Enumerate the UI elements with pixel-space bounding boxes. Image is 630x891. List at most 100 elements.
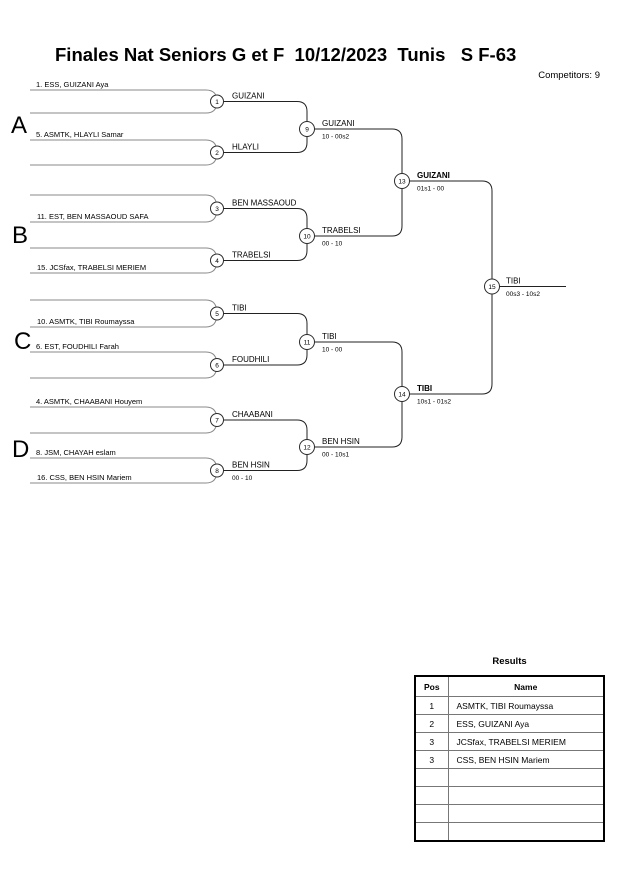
table-row: 2 ESS, GUIZANI Aya xyxy=(414,714,605,733)
result-pos xyxy=(414,804,449,823)
match-13-circle xyxy=(394,173,410,189)
match-9-score: 10 - 00s2 xyxy=(322,134,349,141)
section-letter-c: C xyxy=(14,328,31,355)
match-6-circle xyxy=(210,358,224,372)
match-8-winner: BEN HSIN xyxy=(232,461,270,470)
match-12-circle xyxy=(299,439,315,455)
result-name xyxy=(447,804,605,823)
match-10-circle xyxy=(299,228,315,244)
competitors-count: Competitors: 9 xyxy=(538,70,600,81)
entry-label: 15. JCSfax, TRABELSI MERIEM xyxy=(37,263,146,272)
result-name: ASMTK, TIBI Roumayssa xyxy=(447,696,605,715)
table-row: 3 JCSfax, TRABELSI MERIEM xyxy=(414,732,605,751)
match-5-circle xyxy=(210,306,224,321)
entry-label: 16. CSS, BEN HSIN Mariem xyxy=(37,473,132,482)
match-3-winner: BEN MASSAOUD xyxy=(232,199,297,208)
result-pos: 3 xyxy=(414,732,449,751)
results-col-pos: Pos xyxy=(414,675,449,697)
match-8-number: 8 xyxy=(215,468,219,475)
match-11-number: 11 xyxy=(304,339,311,346)
match-8-score: 00 - 10 xyxy=(232,475,253,482)
table-row xyxy=(414,786,605,805)
match-6-winner: FOUDHILI xyxy=(232,355,269,364)
entry-label: 4. ASMTK, CHAABANI Houyem xyxy=(36,397,142,406)
section-letters: A B C D xyxy=(11,112,31,463)
section-letter-b: B xyxy=(12,222,28,249)
match-13-winner: GUIZANI xyxy=(417,171,450,180)
match-1-circle xyxy=(210,94,224,109)
result-pos: 1 xyxy=(414,696,449,715)
bracket-diagram: A B C D 1. ESS, GUIZANI Aya 5. ASMTK, HL… xyxy=(11,80,566,484)
result-name xyxy=(447,768,605,787)
table-row: 3 CSS, BEN HSIN Mariem xyxy=(414,750,605,769)
entry-label: 5. ASMTK, HLAYLI Samar xyxy=(36,130,124,139)
match-4-circle xyxy=(210,253,224,268)
entry-label: 1. ESS, GUIZANI Aya xyxy=(36,80,109,89)
match-2-circle xyxy=(210,145,224,160)
results-header-row: Pos Name xyxy=(414,675,605,697)
match-7-circle xyxy=(210,413,224,427)
match-nodes: 1 2 3 4 5 6 7 8 9 10 11 12 13 1 xyxy=(210,94,500,478)
page-title: Finales Nat Seniors G et F 10/12/2023 Tu… xyxy=(55,44,517,65)
match-3-circle xyxy=(210,201,224,216)
result-pos xyxy=(414,786,449,805)
result-pos xyxy=(414,822,449,842)
match-8-circle xyxy=(210,463,224,478)
match-15-score: 00s3 - 10s2 xyxy=(506,291,540,298)
entry-labels: 1. ESS, GUIZANI Aya 5. ASMTK, HLAYLI Sam… xyxy=(36,80,149,482)
match-11-winner: TIBI xyxy=(322,332,337,341)
entry-lines-group xyxy=(30,89,218,484)
table-row xyxy=(414,804,605,823)
result-pos: 3 xyxy=(414,750,449,769)
match-9-winner: GUIZANI xyxy=(322,119,354,128)
result-pos: 2 xyxy=(414,714,449,733)
entry-label: 8. JSM, CHAYAH eslam xyxy=(36,448,116,457)
match-14-number: 14 xyxy=(398,391,406,398)
match-5-winner: TIBI xyxy=(232,304,247,313)
match-7-winner: CHAABANI xyxy=(232,410,273,419)
winner-labels: GUIZANI HLAYLI BEN MASSAOUD TRABELSI TIB… xyxy=(232,92,540,483)
result-pos xyxy=(414,768,449,787)
table-row xyxy=(414,768,605,787)
match-10-score: 00 - 10 xyxy=(322,241,343,248)
entry-label: 10. ASMTK, TIBI Roumayssa xyxy=(37,317,135,326)
match-14-score: 10s1 - 01s2 xyxy=(417,399,451,406)
match-11-circle xyxy=(299,334,315,350)
match-2-winner: HLAYLI xyxy=(232,143,259,152)
match-14-winner: TIBI xyxy=(417,384,432,393)
results-table: Pos Name 1 ASMTK, TIBI Roumayssa 2 ESS, … xyxy=(414,675,605,842)
entry-label: 6. EST, FOUDHILI Farah xyxy=(36,342,119,351)
results-title: Results xyxy=(492,656,527,667)
table-row xyxy=(414,822,605,842)
match-4-number: 4 xyxy=(215,258,219,265)
match-6-number: 6 xyxy=(215,362,219,369)
table-row: 1 ASMTK, TIBI Roumayssa xyxy=(414,696,605,715)
result-name: CSS, BEN HSIN Mariem xyxy=(447,750,605,769)
match-15-number: 15 xyxy=(488,284,496,291)
match-5-number: 5 xyxy=(215,311,219,318)
match-1-number: 1 xyxy=(215,99,219,106)
match-15-circle xyxy=(484,278,500,295)
match-11-score: 10 - 00 xyxy=(322,347,343,354)
match-12-score: 00 - 10s1 xyxy=(322,452,349,459)
match-1-winner: GUIZANI xyxy=(232,92,264,101)
results-col-name: Name xyxy=(447,675,605,697)
match-10-number: 10 xyxy=(303,233,311,240)
match-4-winner: TRABELSI xyxy=(232,251,271,260)
match-10-winner: TRABELSI xyxy=(322,226,361,235)
match-15-winner: TIBI xyxy=(506,277,521,286)
entry-label: 11. EST, BEN MASSAOUD SAFA xyxy=(37,212,149,221)
match-2-number: 2 xyxy=(215,150,219,157)
section-letter-d: D xyxy=(12,436,29,463)
match-3-number: 3 xyxy=(215,206,219,213)
match-13-score: 01s1 - 00 xyxy=(417,186,444,193)
match-14-circle xyxy=(394,386,410,402)
match-13-number: 13 xyxy=(398,178,406,185)
match-12-winner: BEN HSIN xyxy=(322,437,360,446)
match-7-number: 7 xyxy=(215,417,219,424)
match-12-number: 12 xyxy=(303,444,311,451)
section-letter-a: A xyxy=(11,112,27,139)
match-9-number: 9 xyxy=(305,126,309,133)
result-name: JCSfax, TRABELSI MERIEM xyxy=(447,732,605,751)
